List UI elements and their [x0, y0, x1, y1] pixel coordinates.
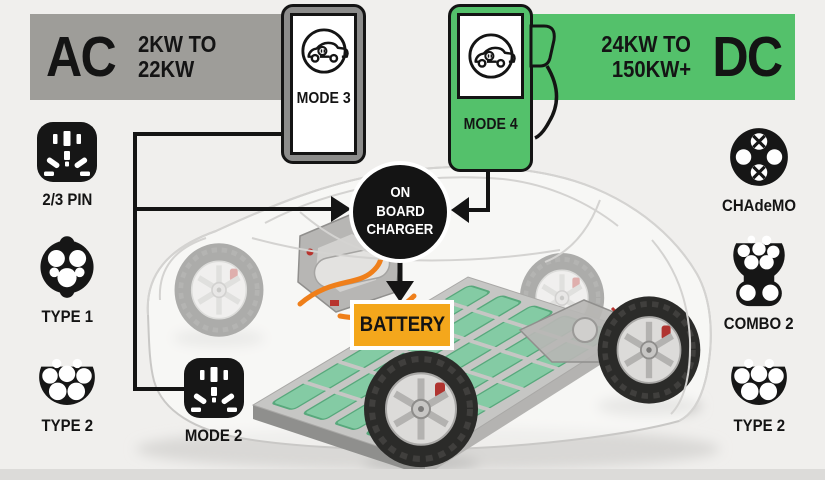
bottom-border-strip [0, 469, 825, 480]
onboard-charger-line1: ON [390, 183, 410, 201]
connector-chademo: CHAdeMO [717, 124, 801, 216]
type2-connector-icon [731, 358, 787, 405]
ac-flow-lines [133, 132, 333, 391]
dc-arrowhead [451, 197, 469, 223]
mains-plug-icon [37, 122, 97, 182]
ac-label: AC [46, 24, 117, 89]
mode4-box: MODE 4 [448, 4, 533, 172]
mode2-plug: MODE 2 [172, 356, 256, 446]
connector-23pin: 2/3 PIN [25, 120, 109, 210]
dc-label: DC [712, 24, 783, 89]
car-charging-icon [300, 28, 349, 74]
battery-badge: BATTERY [350, 300, 454, 350]
combo2-connector-icon [733, 235, 785, 307]
connector-type2-dc: TYPE 2 [717, 350, 801, 436]
type1-connector-icon [40, 236, 94, 298]
car-charging-icon [467, 33, 516, 79]
connector-combo2: COMBO 2 [717, 228, 801, 334]
mains-plug-icon [184, 358, 244, 418]
charger-to-battery-arrow [386, 261, 414, 302]
connector-type2-ac: TYPE 2 [25, 350, 109, 436]
mode3-box: MODE 3 [281, 4, 366, 164]
dc-flow-line [467, 170, 490, 212]
dc-power-range: 24KW TO 150KW+ [601, 30, 691, 82]
mode4-label: MODE 4 [463, 116, 518, 133]
dc-banner: 24KW TO 150KW+ DC [505, 14, 795, 100]
connector-type1: TYPE 1 [25, 233, 109, 327]
onboard-charger-line2: BOARD [375, 202, 425, 220]
type2-connector-icon [39, 358, 95, 405]
mode3-label: MODE 3 [296, 90, 351, 107]
chademo-connector-icon [730, 128, 788, 186]
wheel-front-near [364, 351, 478, 467]
ac-power-range: 2KW TO 22KW [138, 30, 217, 82]
ac-banner: AC 2KW TO 22KW [30, 14, 320, 100]
onboard-charger-line3: CHARGER [366, 221, 434, 239]
onboard-charger-badge: ON BOARD CHARGER [349, 161, 451, 263]
ac-arrowhead [331, 196, 351, 222]
